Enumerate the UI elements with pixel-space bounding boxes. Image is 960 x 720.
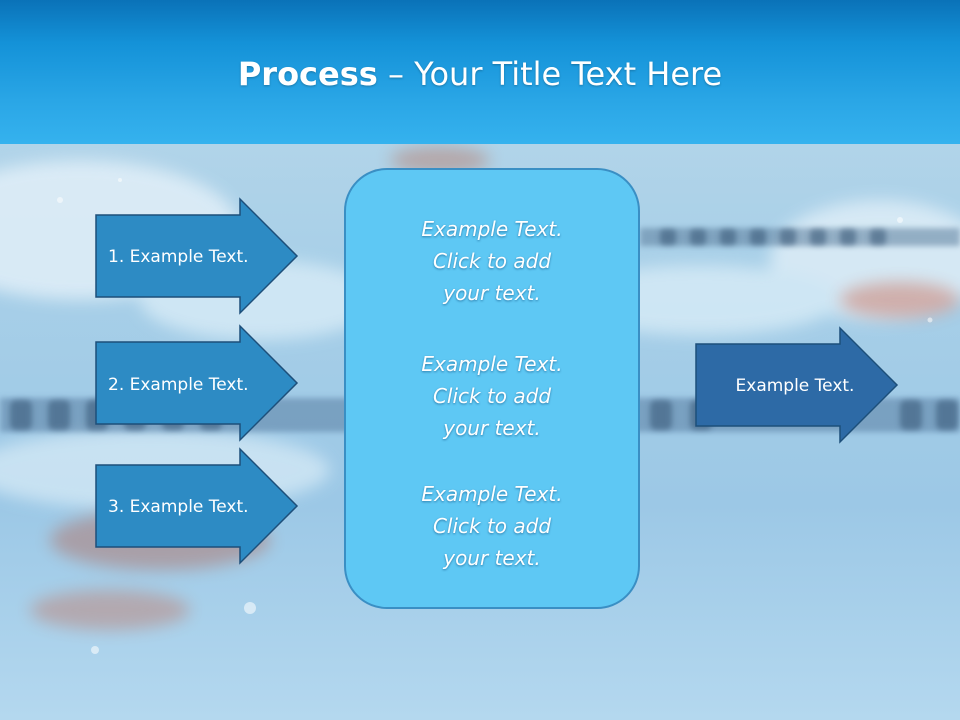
title-header-bar <box>0 0 960 144</box>
center-process-box[interactable] <box>344 168 640 609</box>
center-text-block-3[interactable]: Example Text. Click to add your text. <box>421 482 563 570</box>
title-rest: – Your Title Text Here <box>377 55 723 93</box>
input-arrow-3-label: 3. Example Text. <box>108 497 249 517</box>
output-arrow[interactable]: Example Text. <box>695 326 899 444</box>
input-arrow-1-label: 1. Example Text. <box>108 247 249 267</box>
input-arrow-1[interactable]: 1. Example Text. <box>95 197 299 315</box>
title-strong: Process <box>237 55 378 93</box>
output-arrow-label: Example Text. <box>736 376 855 396</box>
center-text-block-1[interactable]: Example Text. Click to add your text. <box>421 217 563 305</box>
slide-title[interactable]: Process – Your Title Text Here <box>0 52 960 96</box>
input-arrow-2-label: 2. Example Text. <box>108 375 249 395</box>
input-arrow-3[interactable]: 3. Example Text. <box>95 447 299 565</box>
input-arrow-2[interactable]: 2. Example Text. <box>95 324 299 442</box>
center-text-block-2[interactable]: Example Text. Click to add your text. <box>421 352 563 440</box>
